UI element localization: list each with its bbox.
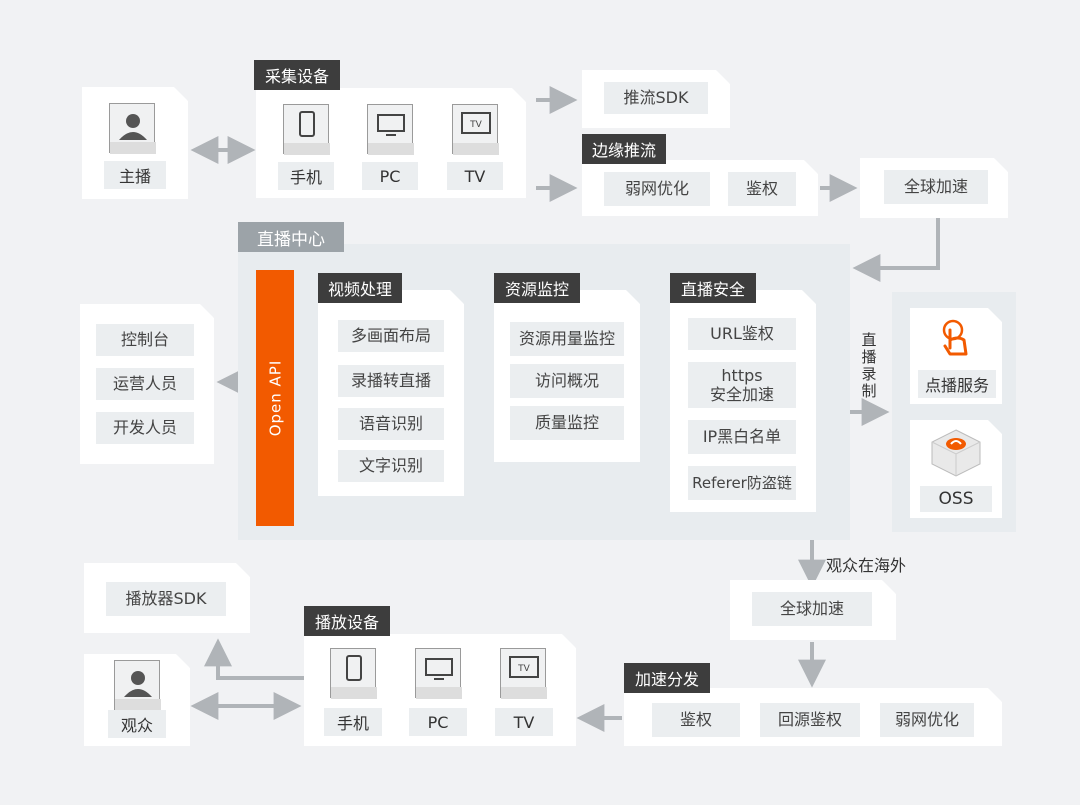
vod-label: 点播服务 [918,370,996,398]
video-record-to-live: 录播转直播 [338,365,444,397]
capture-tag: 采集设备 [254,60,340,90]
consumer-console: 控制台 [96,324,194,356]
video-text-recognition: 文字识别 [338,450,444,482]
security-referer: Referer防盗链 [688,466,796,500]
svg-text:TV: TV [469,120,482,130]
anchor-label: 主播 [104,161,166,189]
monitor-quality: 质量监控 [510,406,624,440]
video-multi-layout: 多画面布局 [338,320,444,352]
edge-push-tag: 边缘推流 [582,134,666,164]
edge-auth: 鉴权 [728,172,796,206]
anchor-person-icon [109,103,155,153]
distribution-weak-network: 弱网优化 [880,703,974,737]
edge-weak-network: 弱网优化 [604,172,710,206]
viewer-label: 观众 [108,710,166,738]
vod-hand-icon [936,318,976,360]
anchor-card: 主播 [82,87,188,199]
security-https-line2: 安全加速 [709,385,774,404]
open-api-bar: Open API [256,270,294,526]
open-api-label: Open API [266,359,284,437]
svg-text:TV: TV [517,664,530,674]
security-https-line1: https [721,365,763,385]
security-url-auth: URL鉴权 [688,318,796,350]
playback-pc-label: PC [409,708,467,736]
live-record-label: 直播录制 [861,331,877,400]
distribution-tag: 加速分发 [624,663,710,693]
video-processing-tag: 视频处理 [318,273,402,303]
playback-tv-icon: TV [500,648,547,699]
player-sdk-label: 播放器SDK [106,582,226,616]
oss-box-icon [928,426,984,478]
security-ip-list: IP黑白名单 [688,420,796,454]
capture-pc-icon [367,104,414,155]
capture-pc-label: PC [362,162,418,190]
resource-monitor-tag: 资源监控 [494,273,580,303]
live-center-tag: 直播中心 [238,222,344,252]
capture-tv-icon: TV [452,104,499,155]
playback-pc-icon [415,648,462,699]
playback-tv-label: TV [495,708,553,736]
monitor-overview: 访问概况 [510,364,624,398]
viewer-person-icon [114,660,161,711]
security-https: https 安全加速 [688,362,796,408]
global-accel-top-label: 全球加速 [884,170,988,204]
oss-label: OSS [920,486,992,512]
live-security-tag: 直播安全 [670,273,756,303]
distribution-origin-auth: 回源鉴权 [760,703,860,737]
consumer-developers: 开发人员 [96,412,194,444]
overseas-label: 观众在海外 [826,556,907,575]
push-sdk-label: 推流SDK [604,82,708,114]
global-accel-bottom-label: 全球加速 [752,592,872,626]
video-speech-recognition: 语音识别 [338,408,444,440]
monitor-usage: 资源用量监控 [510,322,624,356]
consumer-operations: 运营人员 [96,368,194,400]
playback-tag: 播放设备 [304,606,390,636]
playback-phone-label: 手机 [324,708,382,736]
playback-phone-icon [330,648,377,699]
distribution-auth: 鉴权 [652,703,740,737]
capture-phone-label: 手机 [278,162,334,190]
arrow-playback-sdk [204,638,304,680]
capture-phone-icon [283,104,330,155]
arrow-accel-center [852,218,940,282]
capture-tv-label: TV [447,162,503,190]
